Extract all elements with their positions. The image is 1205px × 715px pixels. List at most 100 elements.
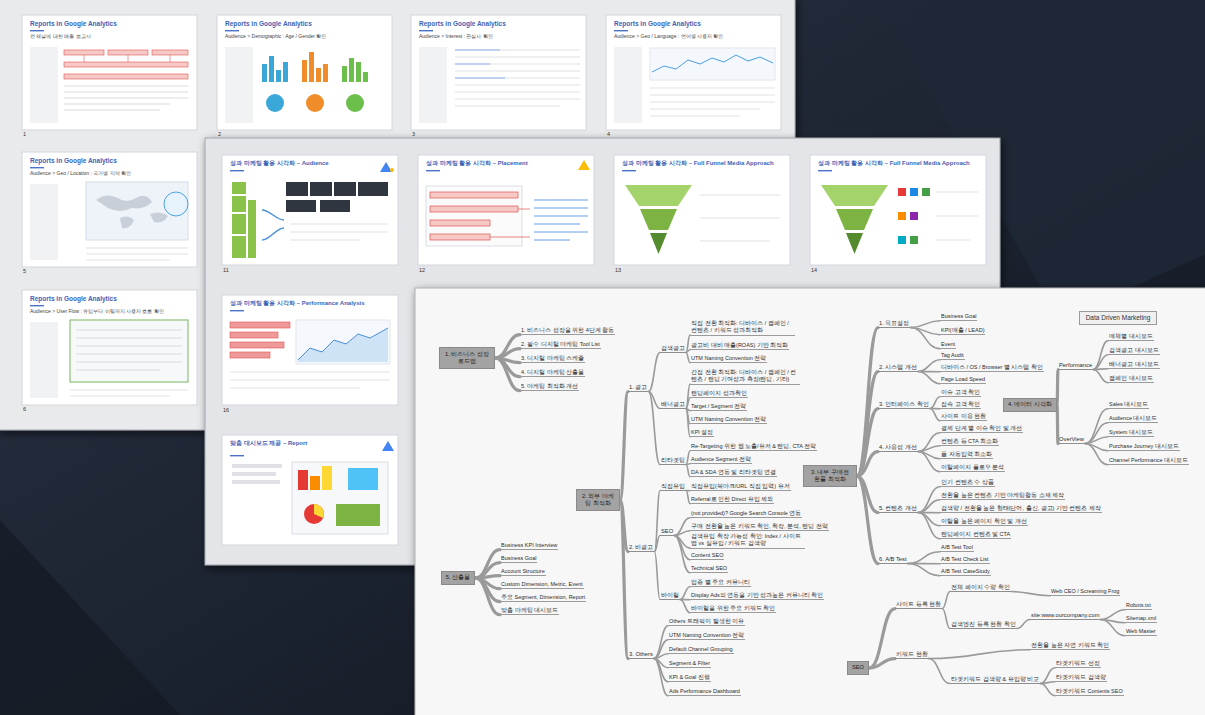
slide-thumbnail bbox=[232, 236, 246, 258]
branch-line bbox=[918, 360, 940, 372]
branch-label: 타겟키워드 검색량 & 유입량 비교 bbox=[950, 676, 1040, 685]
slide-thumbnail bbox=[606, 15, 781, 130]
slide-thumbnail bbox=[64, 74, 188, 79]
slide-thumbnail bbox=[108, 50, 148, 55]
slide-thumbnail bbox=[650, 88, 775, 116]
branch-label: 1. 목표설정 bbox=[878, 320, 910, 329]
branch-line bbox=[1093, 370, 1108, 383]
slide-thumbnail bbox=[426, 170, 440, 171]
slide-thumbnail bbox=[222, 295, 398, 405]
leaf-label: Purchase Journey 대시보드 bbox=[1108, 443, 1180, 451]
slide-thumbnail bbox=[286, 182, 308, 196]
slide-thumbnail bbox=[164, 192, 188, 216]
leaf-label: 이슈 고객 확인 bbox=[940, 389, 981, 397]
slide-number: 11 bbox=[223, 267, 229, 274]
node-text: 4. 디지털 마케팅 산출물 bbox=[521, 369, 584, 376]
leaf-label: Sitemap.xml bbox=[1125, 615, 1157, 623]
leaf-label: 바이럴을 위한 주요 키워드 확인 bbox=[690, 605, 776, 613]
branch-line bbox=[910, 328, 940, 349]
node-text: Data Driven Marketing bbox=[1086, 314, 1151, 322]
slide-thumbnail bbox=[276, 70, 281, 82]
slide-thumbnail bbox=[222, 155, 398, 265]
node-text: Event bbox=[941, 341, 955, 348]
branch-line bbox=[869, 659, 895, 668]
slide-title: Reports in Google Analytics bbox=[614, 20, 701, 28]
slide-thumbnail bbox=[346, 94, 364, 112]
node-text: Content SEO bbox=[691, 552, 723, 559]
branch-line bbox=[654, 491, 660, 552]
leaf-label: Segment & Filter bbox=[668, 660, 711, 668]
node-text: Audience Segment 전략 bbox=[691, 456, 751, 463]
slide-thumbnail bbox=[30, 305, 44, 306]
leaf-label: Technical SEO bbox=[690, 565, 728, 573]
slide-subtitle: Audience > Demographic : Age / Gender 확인 bbox=[225, 33, 385, 39]
slide-thumbnail bbox=[152, 50, 188, 55]
branch-line bbox=[648, 392, 660, 465]
slide-thumbnail bbox=[283, 62, 288, 82]
leaf-label: Account Structure bbox=[500, 568, 546, 576]
branch-label: 6. A/B Test bbox=[878, 556, 908, 565]
slide-thumbnail bbox=[430, 192, 518, 198]
branch-line bbox=[918, 433, 940, 452]
topic-box: 3. 내부 구매전환률 최적화 bbox=[803, 465, 857, 486]
node-text: 타겟키워드 검색량 & 유입량 비교 bbox=[951, 676, 1039, 683]
slide-thumbnail bbox=[222, 295, 398, 405]
branch-line bbox=[918, 487, 940, 513]
leaf-label: KPI(매출 / LEAD) bbox=[940, 327, 985, 335]
branch-line bbox=[918, 446, 940, 452]
branch-line bbox=[1093, 355, 1108, 370]
slide-thumbnail bbox=[430, 234, 490, 240]
branch-label: 바이럴 bbox=[660, 592, 680, 601]
leaf-label: 폼 자동입력 최소화 bbox=[940, 451, 993, 459]
branch-line bbox=[475, 578, 500, 615]
node-text: 간접 전환 최적화: 디바이스 / 캠페인 / 컨텐츠 / 랜딩 기여성과 측정… bbox=[691, 369, 799, 383]
slide-thumbnail bbox=[22, 152, 197, 267]
node-text: 전환율 높은 컨텐츠 기반 마케팅활동 소재 제작 bbox=[941, 492, 1064, 499]
slide-thumbnail bbox=[230, 332, 278, 338]
leaf-label: 업종 별 주요 커뮤니티 bbox=[690, 579, 751, 587]
slide-thumbnail bbox=[217, 15, 392, 130]
slide-thumbnail bbox=[222, 435, 398, 545]
slide-thumbnail bbox=[316, 68, 321, 82]
node-text: 검색유입 확장 가능성 확인: Index / 사이트맵 vs 실유입 / 키워… bbox=[691, 533, 804, 547]
leaf-label: 매체별 대시보드 bbox=[1108, 333, 1154, 341]
leaf-label: Ads Performance Dashboard bbox=[668, 688, 741, 696]
branch-line bbox=[1011, 592, 1050, 596]
slide-thumbnail bbox=[322, 466, 332, 490]
branch-line bbox=[918, 452, 940, 472]
slide-thumbnail bbox=[910, 212, 918, 220]
slide-thumbnail bbox=[22, 290, 197, 405]
branch-line bbox=[1101, 610, 1125, 620]
slide-thumbnail bbox=[262, 64, 267, 82]
slide-thumbnail bbox=[230, 322, 290, 358]
slide-thumbnail bbox=[70, 320, 188, 382]
branch-label: 3. Others bbox=[628, 651, 654, 660]
slide-title: Reports in Google Analytics bbox=[30, 295, 117, 303]
branch-line bbox=[910, 321, 940, 328]
slide-thumbnail bbox=[306, 94, 324, 112]
branch-line bbox=[1017, 620, 1030, 629]
topic-box: 2. 외부 마케팅 최적화 bbox=[576, 489, 620, 510]
slide-thumbnail bbox=[22, 15, 197, 130]
branch-line bbox=[654, 536, 660, 552]
leaf-label: 광고비 대비 매출(ROAS) 기반 최적화 bbox=[690, 342, 789, 350]
node-text: 리타겟팅 bbox=[661, 457, 685, 464]
branch-line bbox=[495, 358, 520, 391]
node-text: Default Channel Grouping bbox=[669, 646, 733, 653]
node-text: 1. 비즈니스 성장을 위한 4단계 활동 bbox=[521, 327, 614, 334]
slide-subtitle: 전 채널에 대한 매출 보고서 bbox=[30, 33, 190, 39]
node-text: 랜딩페이지 컨텐츠 및 CTA bbox=[941, 531, 1010, 538]
slide-title: Reports in Google Analytics bbox=[30, 157, 117, 165]
node-text: 검색광고 대시보드 bbox=[1109, 347, 1159, 354]
branch-line bbox=[1040, 668, 1055, 684]
node-text: A/B Test Tool bbox=[941, 544, 973, 551]
branch-line bbox=[475, 550, 500, 578]
node-text: SEO bbox=[852, 664, 864, 671]
branch-label: 1. 광고 bbox=[628, 384, 648, 393]
node-text: Technical SEO bbox=[691, 565, 727, 572]
branch-line bbox=[918, 513, 940, 539]
slide-title: 성과 마케팅 활용 시각화 – Performance Analysis bbox=[230, 300, 392, 307]
node-text: UTM Naming Convention 전략 bbox=[669, 632, 744, 639]
